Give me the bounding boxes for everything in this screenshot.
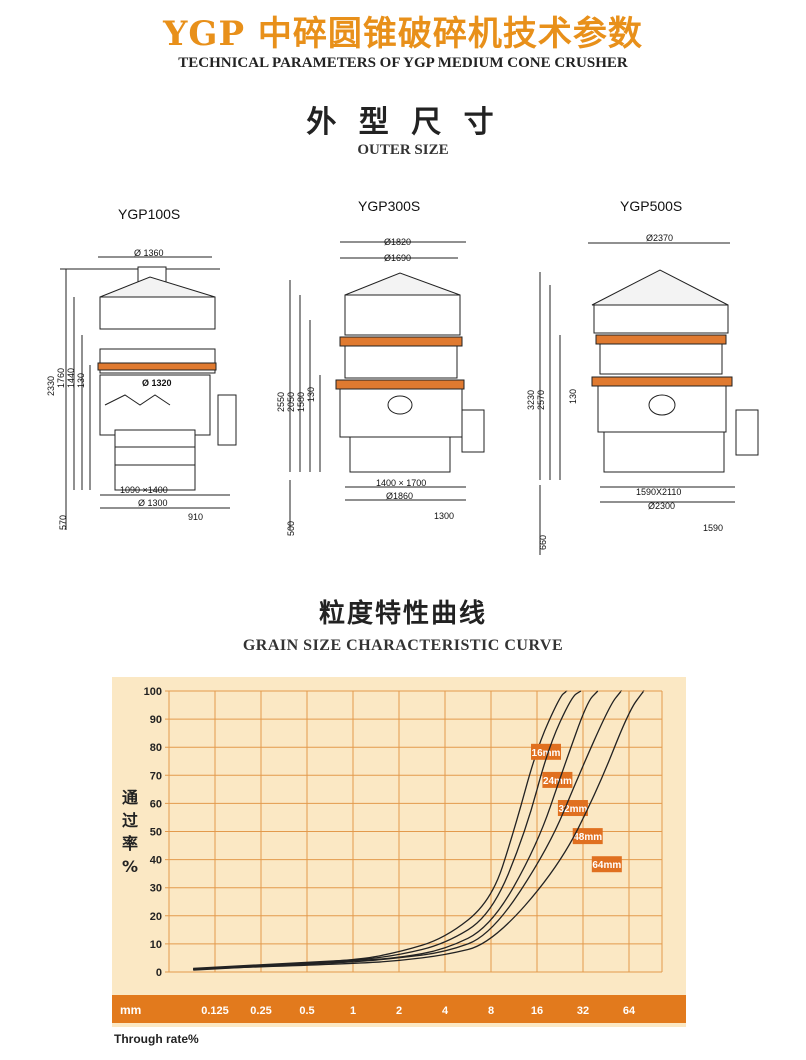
ylabel-char-2: 过 bbox=[121, 811, 138, 830]
ygp100s-height-1: 2330 bbox=[46, 375, 56, 396]
x-tick-label: 0.5 bbox=[299, 1005, 314, 1017]
ygp300s-height-1: 2550 bbox=[276, 391, 286, 412]
ygp100s-height-3: 1440 bbox=[66, 367, 76, 388]
ygp500s-base: 1590X2110 bbox=[636, 487, 682, 497]
series-base-segment bbox=[193, 959, 354, 971]
ygp300s-base: 1400 × 1700 bbox=[376, 478, 427, 488]
y-tick-label: 60 bbox=[150, 798, 162, 810]
y-tick-label: 90 bbox=[150, 714, 162, 726]
series-label-box bbox=[572, 828, 603, 845]
series-label-box bbox=[591, 856, 622, 873]
x-tick-label: 1 bbox=[350, 1005, 356, 1017]
x-tick-label: 0.25 bbox=[250, 1005, 271, 1017]
ygp500s-top-dia: Ø2370 bbox=[646, 233, 674, 243]
x-unit-label: mm bbox=[120, 1003, 141, 1017]
ylabel-char-3: 率 bbox=[121, 834, 138, 853]
model-label-ygp500s: YGP500S bbox=[620, 198, 683, 214]
ygp300s-height-4: 130 bbox=[306, 386, 316, 402]
y-tick-label: 20 bbox=[150, 911, 162, 923]
ygp500s-drawing bbox=[539, 242, 759, 555]
outer-size-subtitle: OUTER SIZE bbox=[357, 142, 449, 158]
ygp300s-height-3: 1580 bbox=[296, 391, 306, 412]
ygp300s-height-2: 2050 bbox=[286, 391, 296, 412]
ygp100s-below: 570 bbox=[58, 514, 68, 530]
ylabel-char-1: 通 bbox=[121, 788, 138, 807]
y-tick-label: 80 bbox=[150, 742, 162, 754]
series-label: 64mm bbox=[592, 860, 621, 871]
ygp300s-top-dia2: Ø1690 bbox=[384, 253, 412, 263]
chart-ylabel: 通 过 率 % bbox=[118, 786, 142, 878]
ygp500s-height-1: 3230 bbox=[526, 389, 536, 410]
x-axis-band bbox=[112, 995, 686, 1023]
y-tick-label: 30 bbox=[150, 883, 162, 895]
series-label: 16mm bbox=[532, 748, 561, 759]
ygp300s-drawing bbox=[289, 241, 485, 530]
y-tick-label: 10 bbox=[150, 939, 162, 951]
ygp100s-top-dia: Ø 1360 bbox=[134, 248, 164, 258]
series-label-box bbox=[557, 800, 588, 817]
series-label-box bbox=[542, 771, 573, 788]
x-tick-label: 8 bbox=[488, 1005, 494, 1017]
y-tick-label: 40 bbox=[150, 855, 162, 867]
ygp100s-mid-dia: Ø 1320 bbox=[142, 378, 172, 388]
model-label-ygp300s: YGP300S bbox=[358, 198, 421, 214]
x-tick-label: 0.125 bbox=[201, 1005, 229, 1017]
outer-size-title: 外 型 尺 寸 bbox=[306, 105, 500, 140]
y-tick-label: 100 bbox=[144, 686, 162, 698]
ygp500s-height-3: 130 bbox=[568, 388, 578, 404]
ygp500s-base-dia: Ø2300 bbox=[648, 501, 676, 511]
ygp300s-top-dia: Ø1820 bbox=[384, 237, 412, 247]
y-tick-label: 70 bbox=[150, 770, 162, 782]
x-tick-label: 64 bbox=[623, 1005, 636, 1017]
page-title: YGP 中碎圆锥破碎机技术参数 bbox=[163, 14, 643, 54]
ygp100s-drawing bbox=[60, 256, 237, 530]
series-label: 32mm bbox=[558, 804, 587, 815]
y-tick-label: 0 bbox=[156, 967, 162, 979]
x-tick-label: 2 bbox=[396, 1005, 402, 1017]
curve-subtitle: GRAIN SIZE CHARACTERISTIC CURVE bbox=[242, 637, 564, 654]
ygp100s-side: 910 bbox=[188, 512, 204, 522]
ygp100s-base: 1090 ×1400 bbox=[120, 485, 168, 495]
ygp500s-height-2: 2570 bbox=[536, 389, 546, 410]
chart-footer-note: Through rate% bbox=[114, 1032, 199, 1046]
ygp500s-below: 660 bbox=[538, 534, 548, 550]
x-tick-label: 32 bbox=[577, 1005, 589, 1017]
x-tick-label: 4 bbox=[442, 1005, 449, 1017]
series-label: 48mm bbox=[573, 832, 602, 843]
ygp300s-side: 1300 bbox=[434, 511, 455, 521]
series-label-box bbox=[531, 743, 561, 760]
crusher-drawings bbox=[60, 241, 759, 555]
ygp100s-height-4: 130 bbox=[76, 372, 86, 388]
page-subtitle: TECHNICAL PARAMETERS OF YGP MEDIUM CONE … bbox=[178, 55, 628, 71]
y-tick-label: 50 bbox=[150, 827, 162, 839]
series-line-64mm bbox=[193, 690, 645, 970]
ylabel-char-4: % bbox=[121, 857, 139, 876]
model-label-ygp100s: YGP100S bbox=[118, 206, 181, 222]
series-label: 24mm bbox=[543, 776, 572, 787]
ygp100s-height-2: 1760 bbox=[56, 367, 66, 388]
ygp300s-base-dia: Ø1860 bbox=[386, 491, 414, 501]
ygp500s-side: 1590 bbox=[703, 523, 724, 533]
x-tick-label: 16 bbox=[531, 1005, 543, 1017]
ygp300s-below: 500 bbox=[286, 520, 296, 536]
ygp100s-base-dia: Ø 1300 bbox=[138, 498, 168, 508]
curve-title: 粒度特性曲线 bbox=[318, 599, 487, 629]
